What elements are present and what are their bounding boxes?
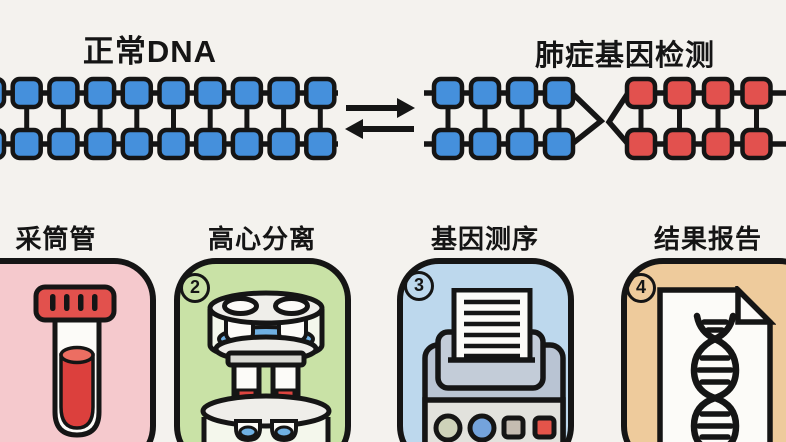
blood-surface bbox=[59, 345, 95, 365]
dna-ladders-graphic bbox=[0, 0, 786, 210]
report-paper bbox=[657, 287, 773, 442]
gene-test-title: 肺症基因检测 bbox=[534, 40, 715, 72]
crossover-right-chevron bbox=[605, 91, 631, 146]
tube-slot bbox=[273, 296, 310, 316]
report-document-icon bbox=[657, 286, 776, 442]
square-button bbox=[532, 415, 557, 440]
centrifuge-icon bbox=[200, 290, 332, 442]
normal-dna-title: 正常DNA bbox=[82, 34, 218, 69]
step-label-sequencing: 基因测序 bbox=[430, 224, 539, 254]
helix-rungs bbox=[696, 319, 734, 440]
step-number-badge: 2 bbox=[180, 273, 210, 303]
equilibrium-arrow-icon bbox=[345, 98, 415, 139]
step-label-centrifuge: 高心分离 bbox=[207, 224, 316, 254]
pedestal bbox=[225, 350, 307, 368]
tube-slot bbox=[222, 296, 259, 316]
step-label-collection: 采筒管 bbox=[15, 224, 97, 254]
page-fold bbox=[735, 286, 776, 325]
tube-cap bbox=[33, 284, 117, 323]
blood-sample bbox=[59, 353, 95, 430]
square-button bbox=[501, 415, 526, 440]
round-button bbox=[433, 413, 463, 442]
dna-helix-icon bbox=[690, 312, 740, 442]
step-label-report: 结果报告 bbox=[653, 224, 762, 254]
round-button bbox=[467, 413, 497, 442]
step-number-badge: 4 bbox=[626, 273, 656, 303]
step-number-badge: 3 bbox=[404, 271, 434, 301]
lower-rotor bbox=[200, 393, 332, 429]
crossover-left-chevron bbox=[570, 91, 606, 147]
normal-dna-segments bbox=[0, 79, 334, 158]
blood-collection-tube-icon bbox=[33, 284, 117, 438]
cap-ridges bbox=[50, 294, 98, 311]
sequencer-printer-icon bbox=[422, 288, 566, 442]
printout-lines bbox=[464, 299, 520, 359]
